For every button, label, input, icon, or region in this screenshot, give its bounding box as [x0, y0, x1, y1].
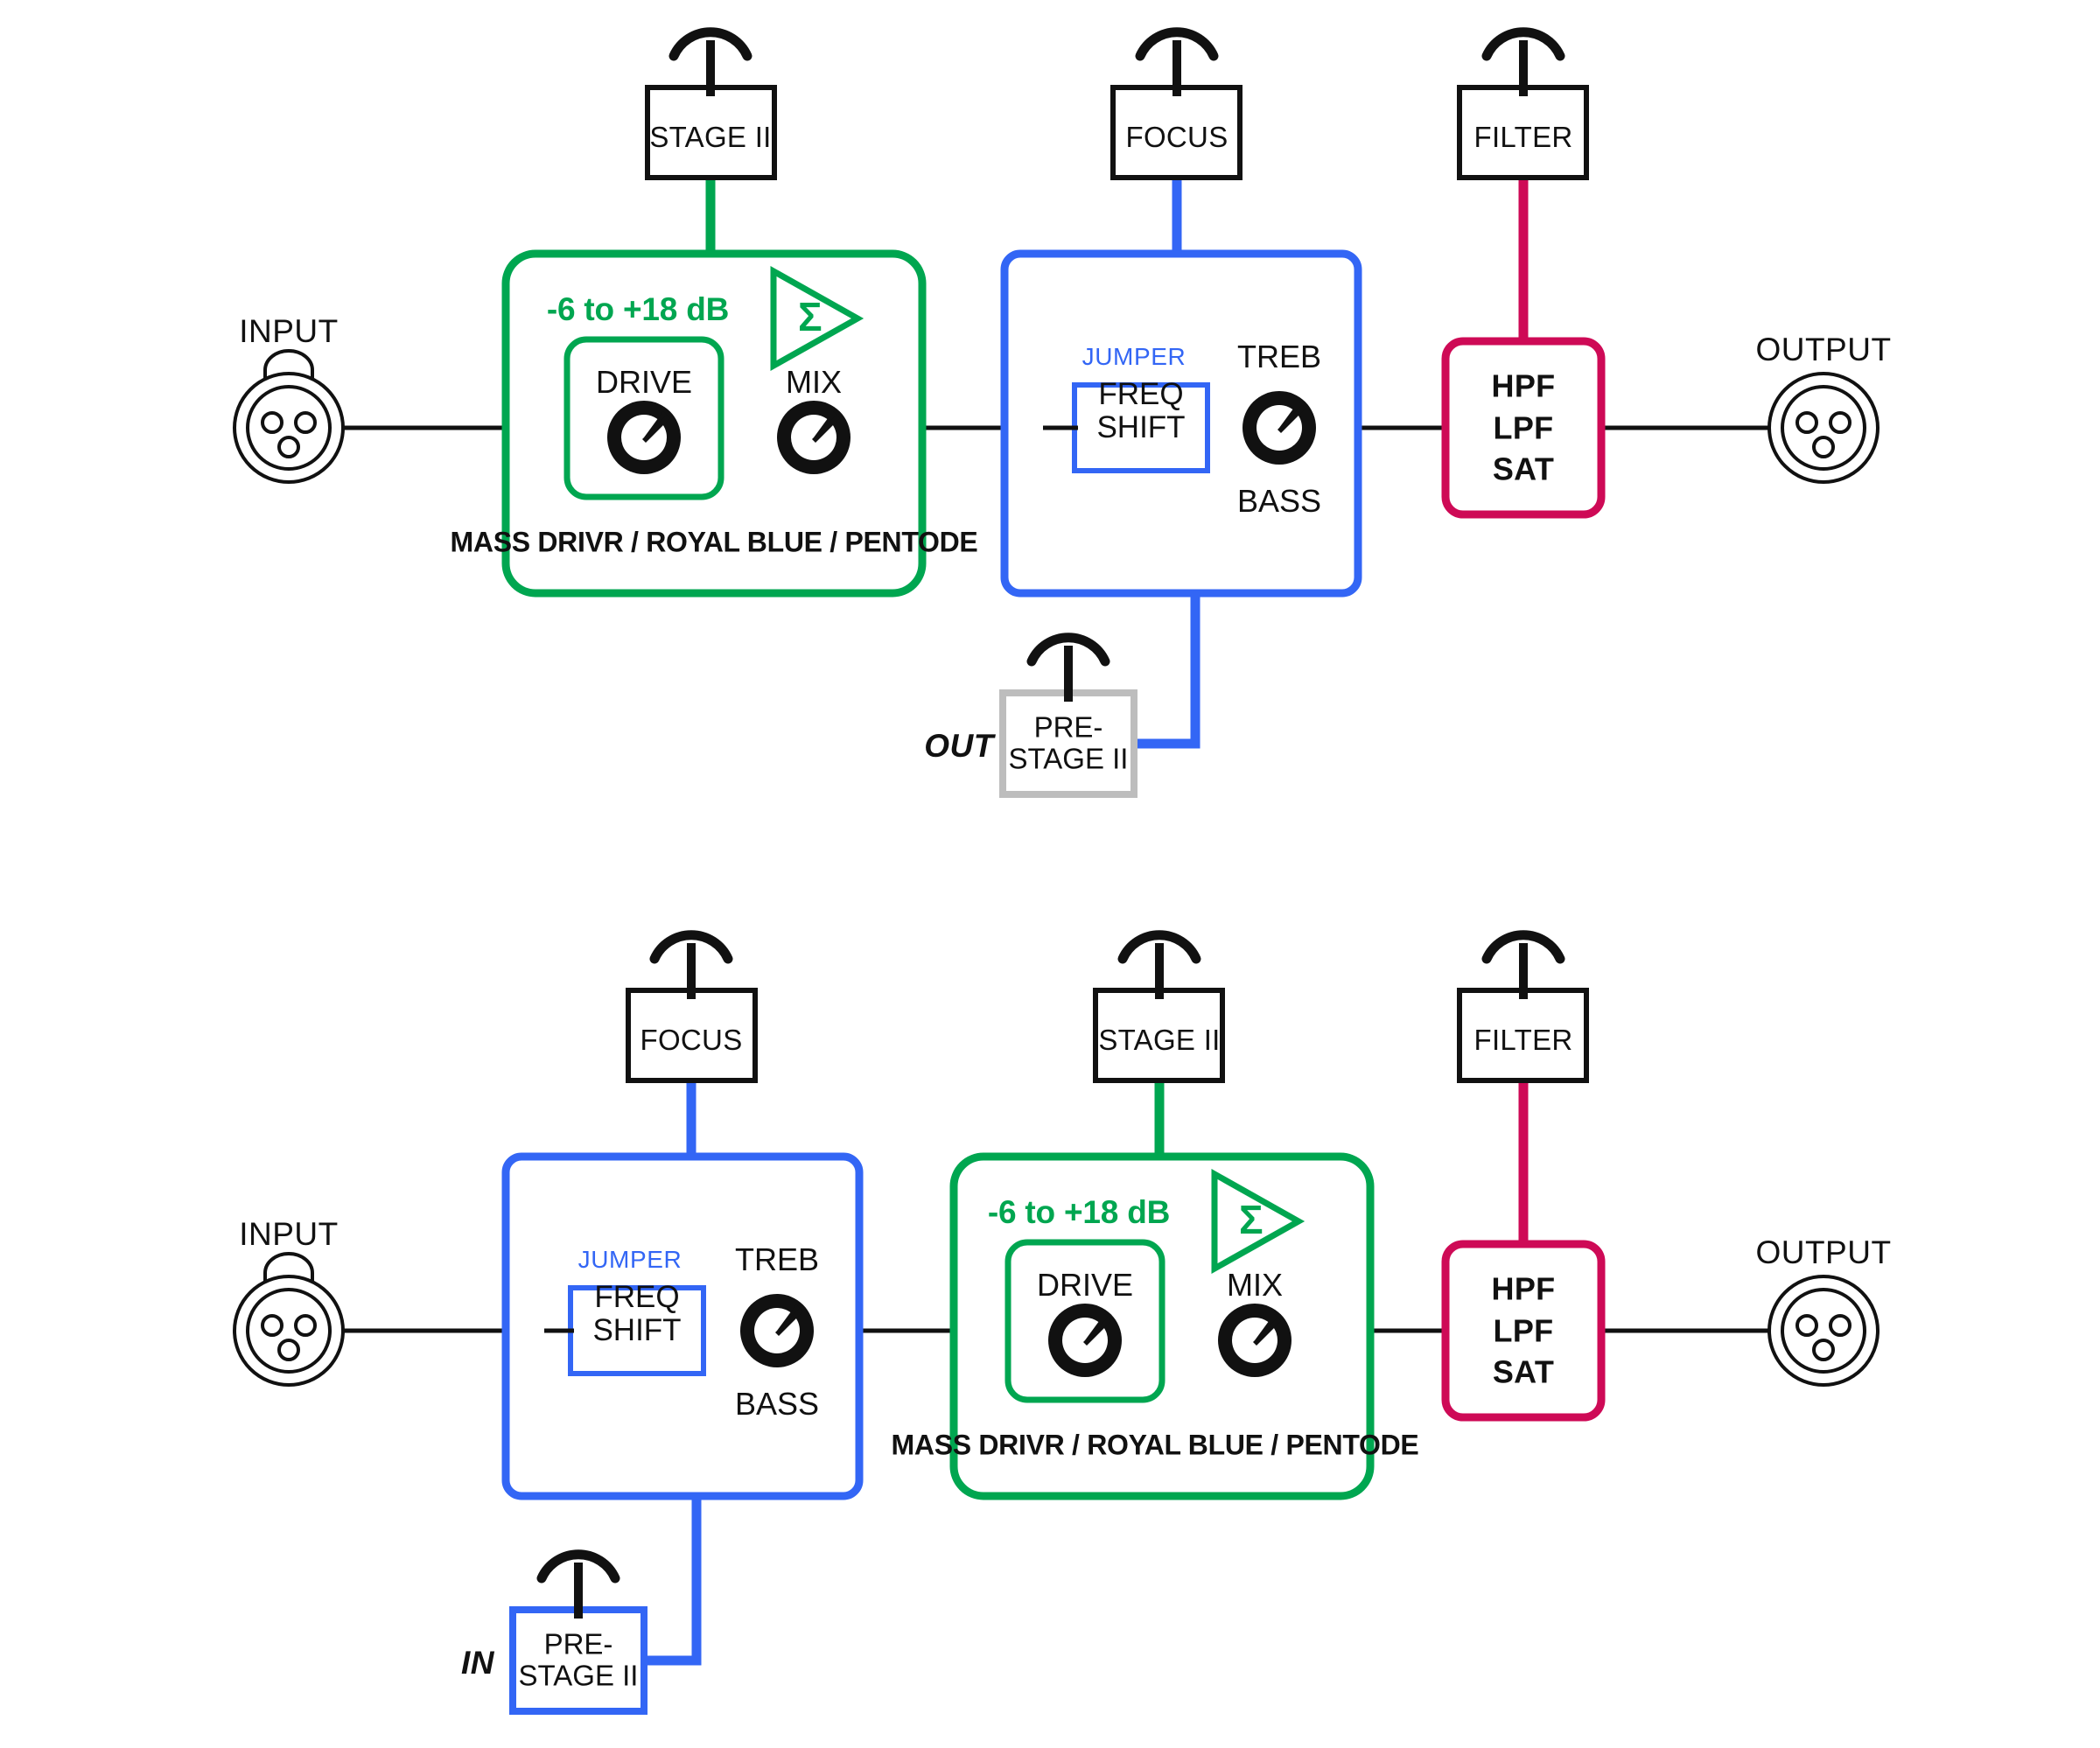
switch-stage-ii-label[interactable]: STAGE II	[649, 121, 772, 153]
filter-block-lines: HPF LPF SAT	[1492, 366, 1556, 491]
switch-focus-label-2[interactable]: FOCUS	[640, 1024, 743, 1056]
drive-block-footer-label: MASS DRIVR / ROYAL BLUE / PENTODE	[450, 526, 978, 558]
pre-stage-in-label: IN	[461, 1645, 494, 1681]
freq-shift-line1: FREQ	[1098, 377, 1184, 412]
drive-block-footer-label-2: MASS DRIVR / ROYAL BLUE / PENTODE	[891, 1429, 1419, 1461]
pre-stage-line2: STAGE II	[1008, 743, 1129, 775]
filter-line-hpf: HPF	[1491, 367, 1556, 404]
filter-block-lines-2: HPF LPF SAT	[1492, 1269, 1556, 1394]
jumper-label-2: JUMPER	[578, 1246, 682, 1273]
treb-knob-label: TREB	[1236, 339, 1322, 374]
drive-knob-label-2: DRIVE	[1036, 1267, 1134, 1303]
jumper-label: JUMPER	[1082, 343, 1186, 370]
filter-line-sat: SAT	[1492, 451, 1555, 487]
filter-line-hpf-2: HPF	[1491, 1270, 1556, 1307]
freq-shift-line2-2: SHIFT	[592, 1313, 682, 1347]
output-port-label-2: OUTPUT	[1755, 1234, 1892, 1270]
pre-stage-line1: PRE-	[1033, 710, 1103, 744]
pre-stage-ii-label-2[interactable]: PRE- STAGE II	[518, 1627, 639, 1693]
freq-shift-jumper-value-2[interactable]: FREQ SHIFT	[592, 1281, 681, 1347]
filter-line-sat-2: SAT	[1492, 1353, 1555, 1390]
bass-knob-label: BASS	[1236, 483, 1322, 519]
output-port-label: OUTPUT	[1755, 332, 1892, 367]
switch-filter-label[interactable]: FILTER	[1474, 121, 1573, 153]
filter-line-lpf: LPF	[1493, 409, 1554, 446]
input-port-label: INPUT	[239, 313, 339, 349]
drive-range-label: -6 to +18 dB	[546, 291, 730, 327]
treb-knob-label-2: TREB	[734, 1241, 820, 1277]
mix-knob-label-2: MIX	[1226, 1267, 1284, 1303]
pre-stage-line2-2: STAGE II	[518, 1660, 639, 1692]
freq-shift-line2: SHIFT	[1096, 410, 1186, 444]
switch-stage-ii-label-2[interactable]: STAGE II	[1098, 1024, 1221, 1056]
switch-filter-label-2[interactable]: FILTER	[1474, 1024, 1573, 1056]
mix-knob-label: MIX	[785, 364, 843, 400]
freq-shift-line1-2: FREQ	[594, 1280, 680, 1315]
pre-stage-line1-2: PRE-	[543, 1627, 613, 1661]
pre-stage-ii-label[interactable]: PRE- STAGE II	[1008, 710, 1129, 776]
pre-stage-out-label: OUT	[924, 728, 994, 764]
filter-line-lpf-2: LPF	[1493, 1312, 1554, 1349]
drive-knob-label: DRIVE	[595, 364, 693, 400]
switch-focus-label[interactable]: FOCUS	[1125, 121, 1228, 153]
drive-range-label-2: -6 to +18 dB	[987, 1194, 1171, 1230]
bass-knob-label-2: BASS	[734, 1386, 820, 1422]
freq-shift-jumper-value[interactable]: FREQ SHIFT	[1096, 378, 1185, 444]
input-port-label-2: INPUT	[239, 1216, 339, 1252]
